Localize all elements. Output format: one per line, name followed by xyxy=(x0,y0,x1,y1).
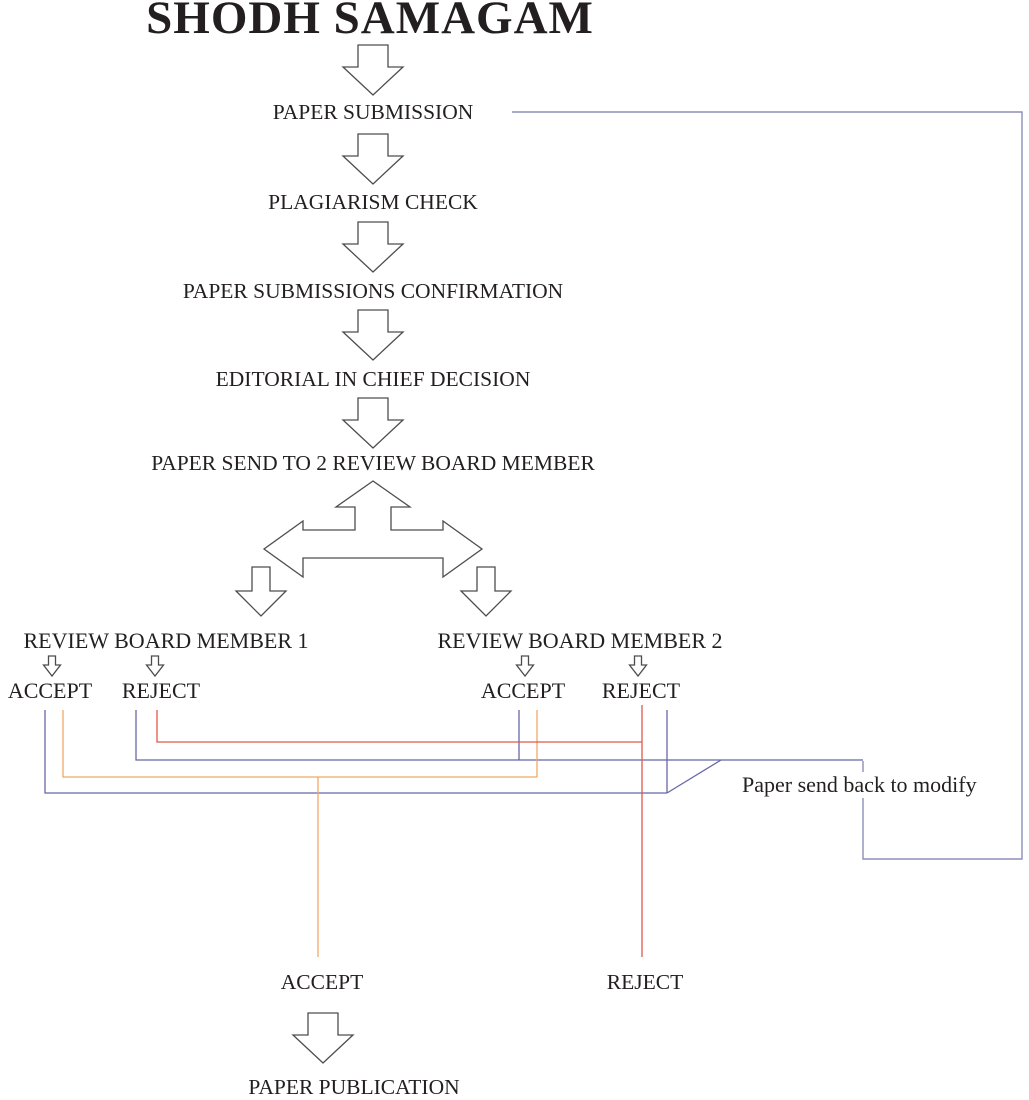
reject-path-line xyxy=(156,710,642,743)
reviewer-1-reject-label: REJECT xyxy=(121,678,201,703)
page-title: SHODH SAMAGAM xyxy=(146,0,594,44)
arrow-icons xyxy=(42,44,648,1064)
reviewer-2-label: REVIEW BOARD MEMBER 2 xyxy=(437,628,723,653)
flow-step-submissions-confirmation: PAPER SUBMISSIONS CONFIRMATION xyxy=(182,279,564,303)
accept-path-lines xyxy=(62,710,538,957)
final-accept-label: ACCEPT xyxy=(280,970,364,994)
flow-step-paper-submission: PAPER SUBMISSION xyxy=(272,100,474,124)
mini-down-arrow-icon xyxy=(628,655,648,677)
down-arrow-icon xyxy=(342,221,404,273)
reviewer-2-reject-label: REJECT xyxy=(601,678,681,703)
three-way-split-arrow-icon xyxy=(262,480,484,579)
accept-path-line xyxy=(62,710,537,778)
flow-step-editorial-decision: EDITORIAL IN CHIEF DECISION xyxy=(215,367,531,391)
flow-step-paper-publication: PAPER PUBLICATION xyxy=(248,1075,460,1099)
reviewer-2-accept-label: ACCEPT xyxy=(480,678,566,703)
down-arrow-icon xyxy=(342,44,404,96)
mixed-path-line xyxy=(666,759,722,794)
flow-step-send-to-reviewers: PAPER SEND TO 2 REVIEW BOARD MEMBER xyxy=(151,451,595,475)
reviewer-1-label: REVIEW BOARD MEMBER 1 xyxy=(23,628,309,653)
final-reject-label: REJECT xyxy=(606,970,684,994)
mixed-path-line xyxy=(135,710,863,761)
reviewer-1-accept-label: ACCEPT xyxy=(7,678,93,703)
down-arrow-icon xyxy=(342,309,404,361)
down-arrow-icon xyxy=(342,397,404,449)
mixed-path-line xyxy=(44,710,667,794)
feedback-loop-line xyxy=(512,111,1023,860)
mini-down-arrow-icon xyxy=(42,655,62,677)
publication-down-arrow-icon xyxy=(292,1012,354,1064)
mini-down-arrow-icon xyxy=(145,655,165,677)
flow-step-plagiarism-check: PLAGIARISM CHECK xyxy=(268,190,478,214)
branch-down-arrow-icon xyxy=(460,566,512,617)
mixed-path-lines xyxy=(44,710,863,794)
reject-path-lines xyxy=(156,705,643,957)
branch-down-arrow-icon xyxy=(235,566,287,617)
mini-down-arrow-icon xyxy=(515,655,535,677)
down-arrow-icon xyxy=(342,133,404,185)
feedback-note: Paper send back to modify xyxy=(739,772,980,798)
